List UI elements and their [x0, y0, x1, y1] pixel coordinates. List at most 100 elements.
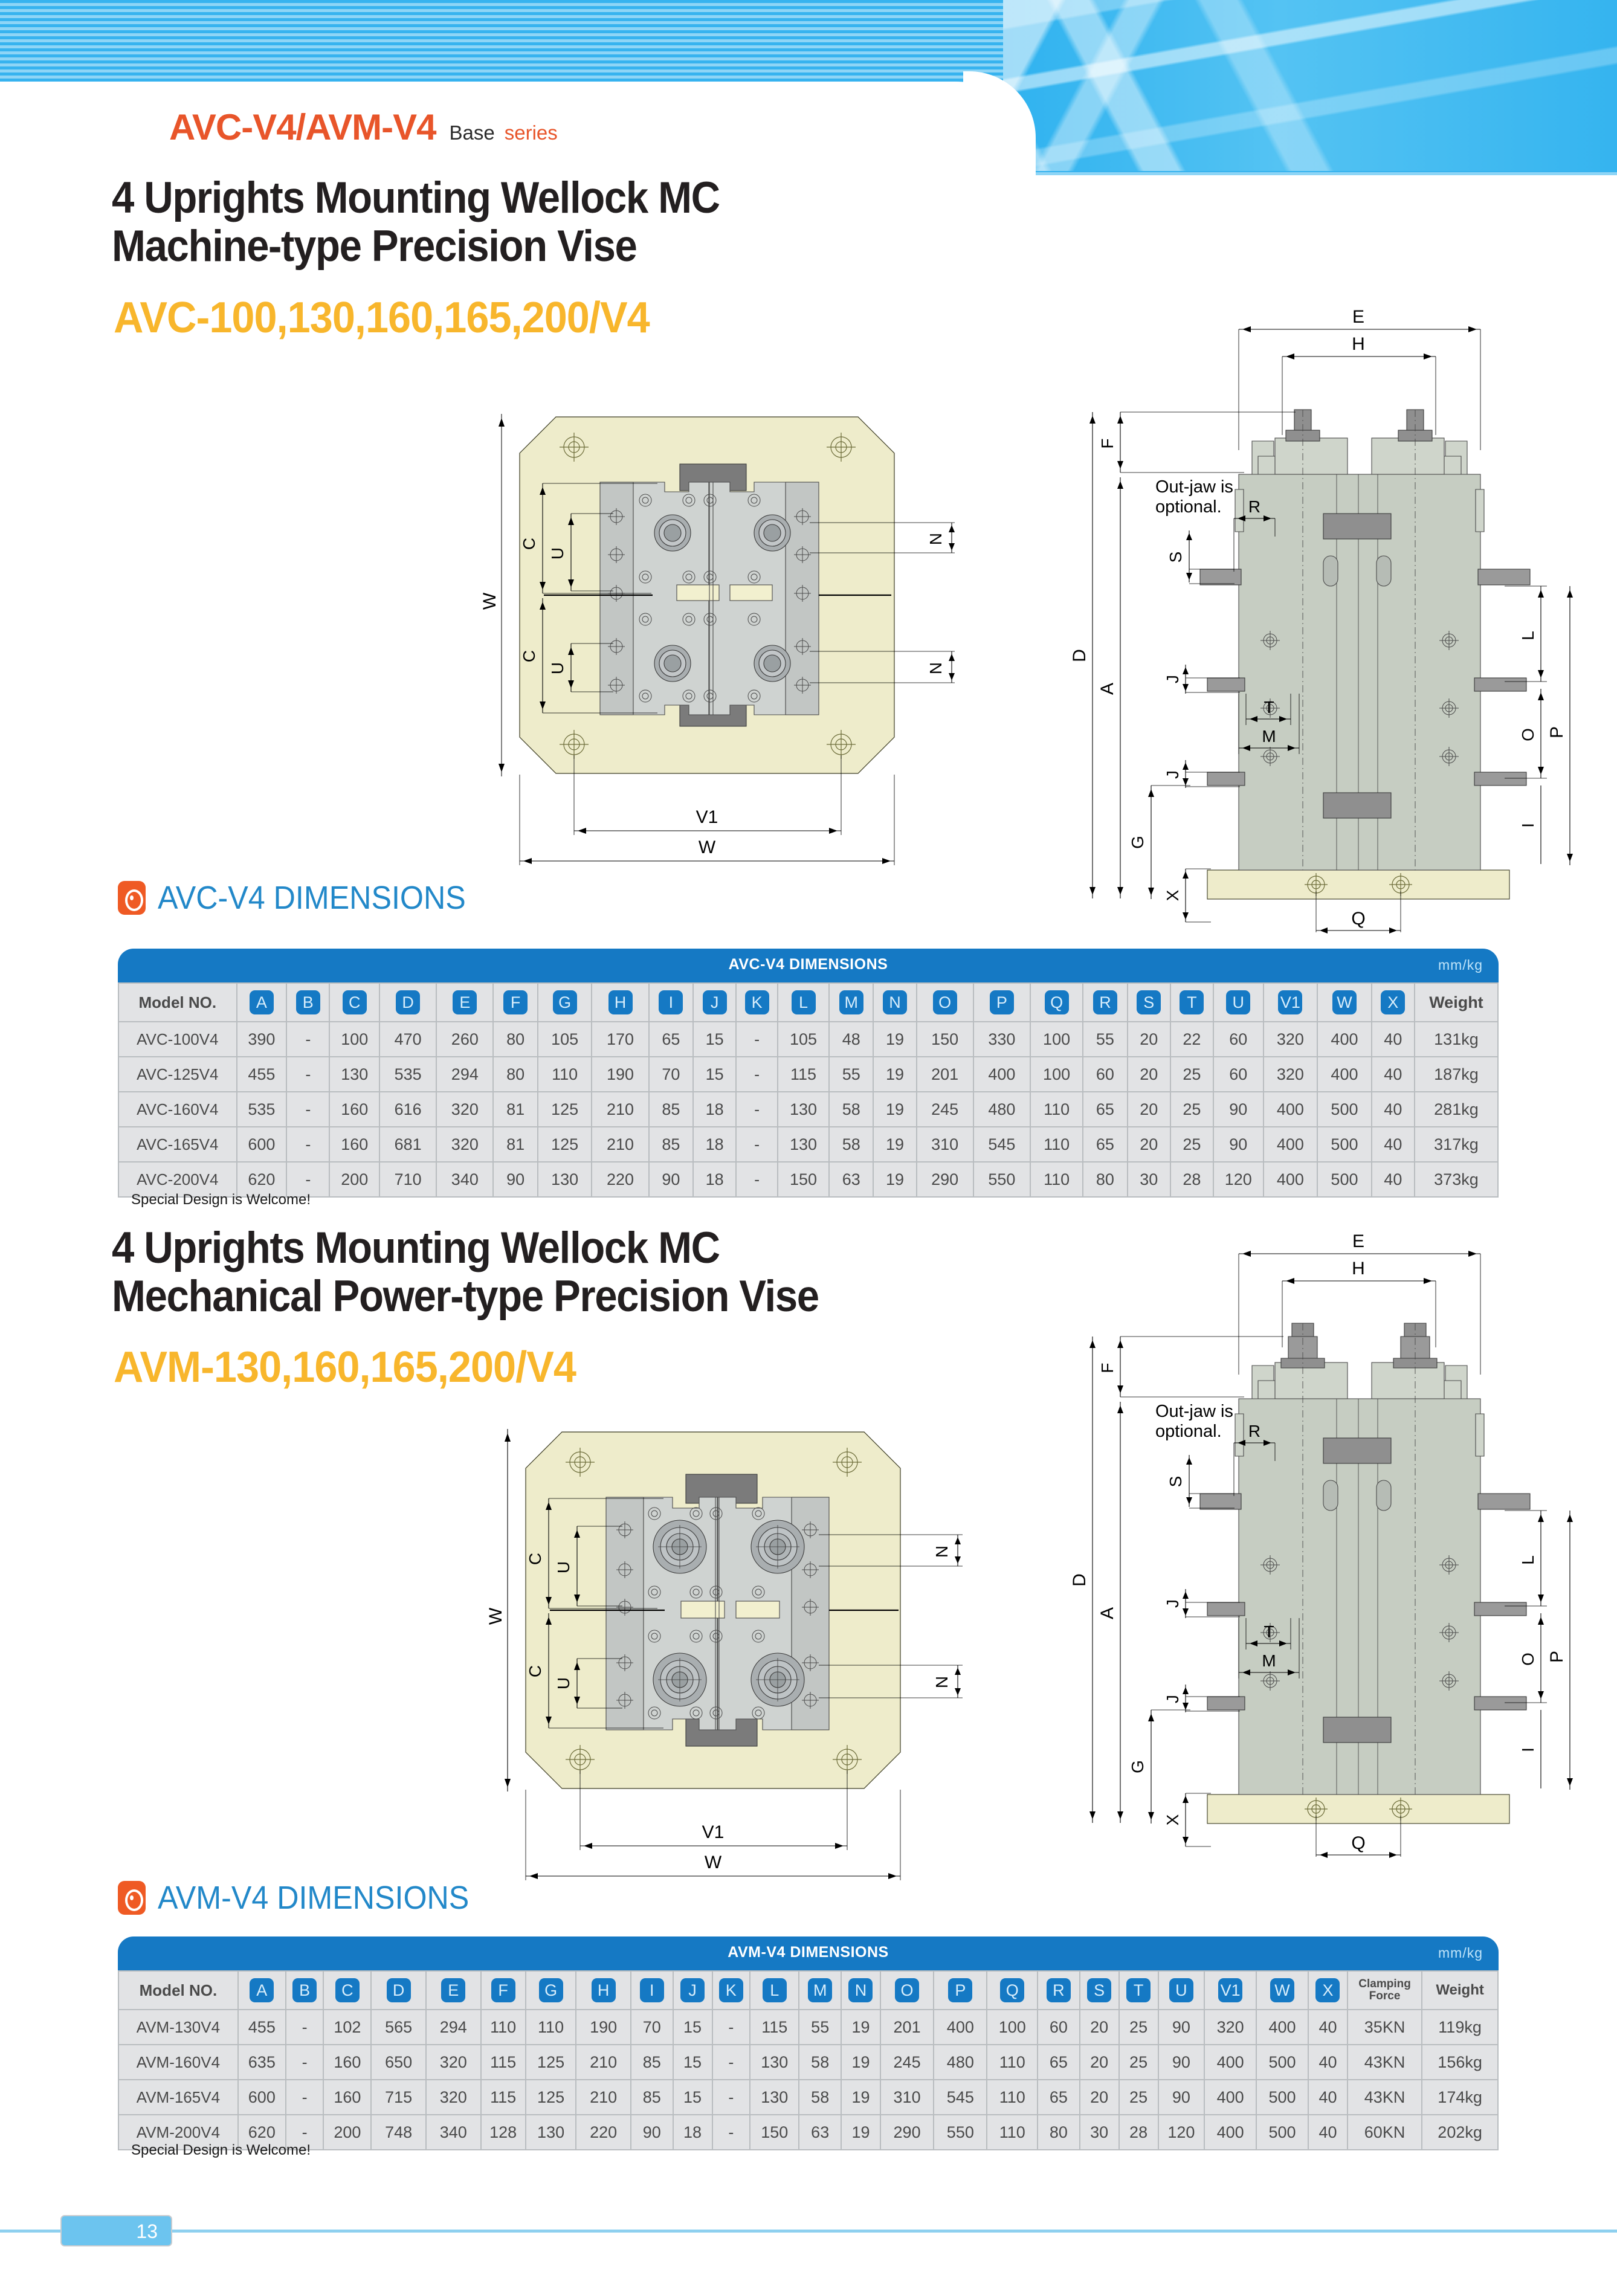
- table-cell: -: [737, 1022, 778, 1056]
- table-cell: 20: [1080, 2080, 1118, 2114]
- table-cell: 190: [592, 1057, 648, 1091]
- outjaw-note-line1: Out-jaw is: [1155, 477, 1233, 497]
- avc-col-header-D: D: [380, 984, 436, 1021]
- table-cell: -: [737, 1127, 778, 1161]
- series-badge-main: AVC-V4/AVM-V4: [169, 107, 437, 147]
- avm-side-view-drawing: E H F D A Out-jaw is optional.: [1057, 1227, 1589, 1879]
- title-plate: [0, 82, 1027, 175]
- avm-dimensions-table: Model NO. A B C D E F G H I J K L M N O: [118, 1970, 1499, 2150]
- table-cell: 19: [874, 1092, 916, 1126]
- table-cell: 620: [237, 1163, 286, 1196]
- table-cell: 310: [880, 2080, 934, 2114]
- table-cell: 19: [874, 1163, 916, 1196]
- table-cell: 15: [673, 2080, 712, 2114]
- table-cell: 70: [649, 1057, 693, 1091]
- table-cell: 160: [324, 2045, 371, 2079]
- table-cell: 15: [673, 2045, 712, 2079]
- avc-table-note: Special Design is Welcome!: [131, 1192, 311, 1208]
- table-cell: 65: [1083, 1127, 1127, 1161]
- table-cell: -: [712, 2045, 750, 2079]
- table-cell: 110: [1030, 1163, 1083, 1196]
- table-cell: 110: [987, 2080, 1038, 2114]
- table-cell: 58: [830, 1127, 873, 1161]
- table-cell: 81: [494, 1127, 537, 1161]
- table-cell: 70: [631, 2010, 673, 2044]
- avc-col-header-H: H: [592, 984, 648, 1021]
- table-cell: 43KN: [1348, 2045, 1422, 2079]
- table-cell-model: AVC-125V4: [119, 1057, 236, 1091]
- table-cell: 400: [1205, 2115, 1256, 2149]
- table-cell: 65: [649, 1022, 693, 1056]
- table-cell: 19: [874, 1057, 916, 1091]
- table-cell: 15: [694, 1022, 736, 1056]
- table-cell: 294: [437, 1057, 493, 1091]
- dim-label-M: M: [1262, 727, 1276, 746]
- table-cell: 200: [330, 1163, 379, 1196]
- dim-label-R: R: [1248, 497, 1260, 516]
- table-cell: 40: [1372, 1127, 1414, 1161]
- table-cell: 40: [1309, 2080, 1347, 2114]
- table-cell: 30: [1080, 2115, 1118, 2149]
- table-cell: 455: [238, 2010, 285, 2044]
- dim-label-T: T: [1264, 698, 1274, 717]
- avm-col-header-S: S: [1080, 1972, 1118, 2009]
- table-cell: 19: [874, 1022, 916, 1056]
- table-cell: 128: [481, 2115, 525, 2149]
- avm-col-header-D: D: [372, 1972, 425, 2009]
- table-cell: 90: [649, 1163, 693, 1196]
- table-cell: 400: [1205, 2080, 1256, 2114]
- avm-col-header-V1: V1: [1205, 1972, 1256, 2009]
- avm-table-unit: mm/kg: [1438, 1945, 1483, 1961]
- avm-col-header-R: R: [1038, 1972, 1079, 2009]
- table-cell: 260: [437, 1022, 493, 1056]
- dim-label-R: R: [1248, 1422, 1260, 1440]
- avc-col-header-G: G: [538, 984, 592, 1021]
- table-cell: 317kg: [1415, 1127, 1497, 1161]
- table-cell: 681: [380, 1127, 436, 1161]
- table-cell: 28: [1119, 2115, 1158, 2149]
- table-cell: -: [712, 2115, 750, 2149]
- table-cell: -: [737, 1092, 778, 1126]
- dim-label-P: P: [1547, 1651, 1567, 1663]
- avc-col-header-N: N: [874, 984, 916, 1021]
- table-cell: 58: [830, 1092, 873, 1126]
- table-cell: 320: [426, 2080, 480, 2114]
- dim-label-Q: Q: [1351, 909, 1365, 929]
- table-cell: 125: [538, 1092, 592, 1126]
- dim-label-W: W: [486, 1607, 506, 1625]
- series-badge-series: series: [504, 121, 558, 144]
- table-cell: 60: [1038, 2010, 1079, 2044]
- avm-col-header-E: E: [426, 1972, 480, 2009]
- table-cell: 110: [1030, 1127, 1083, 1161]
- table-cell: 500: [1257, 2080, 1308, 2114]
- dim-label-D: D: [1070, 1573, 1089, 1587]
- dim-label-M: M: [1262, 1651, 1276, 1670]
- table-cell: 545: [934, 2080, 987, 2114]
- table-cell: 390: [237, 1022, 286, 1056]
- dim-label-U-upper: U: [548, 547, 567, 559]
- table-cell: 110: [538, 1057, 592, 1091]
- table-cell: 90: [1213, 1092, 1263, 1126]
- avc-col-header-T: T: [1170, 984, 1213, 1021]
- dim-label-I: I: [1519, 823, 1537, 828]
- table-cell: 290: [917, 1163, 973, 1196]
- table-cell: 535: [380, 1057, 436, 1091]
- table-cell: 125: [538, 1127, 592, 1161]
- table-cell: 115: [778, 1057, 828, 1091]
- table-cell-model: AVM-160V4: [119, 2045, 237, 2079]
- section1-title-line1: 4 Uprights Mounting Wellock MC: [112, 173, 720, 222]
- table-cell: 63: [799, 2115, 841, 2149]
- table-cell: 340: [437, 1163, 493, 1196]
- avm-table-note: Special Design is Welcome!: [131, 2142, 311, 2158]
- table-cell: -: [287, 1127, 329, 1161]
- table-cell: 160: [330, 1127, 379, 1161]
- table-cell: 330: [973, 1022, 1030, 1056]
- dim-label-I: I: [1519, 1747, 1537, 1752]
- table-cell: 58: [799, 2080, 841, 2114]
- table-cell: 400: [1318, 1057, 1371, 1091]
- table-cell: 210: [592, 1127, 648, 1161]
- avc-col-header-C: C: [330, 984, 379, 1021]
- avm-top-view-drawing: W C U C U N: [477, 1408, 1009, 1891]
- table-cell: 245: [880, 2045, 934, 2079]
